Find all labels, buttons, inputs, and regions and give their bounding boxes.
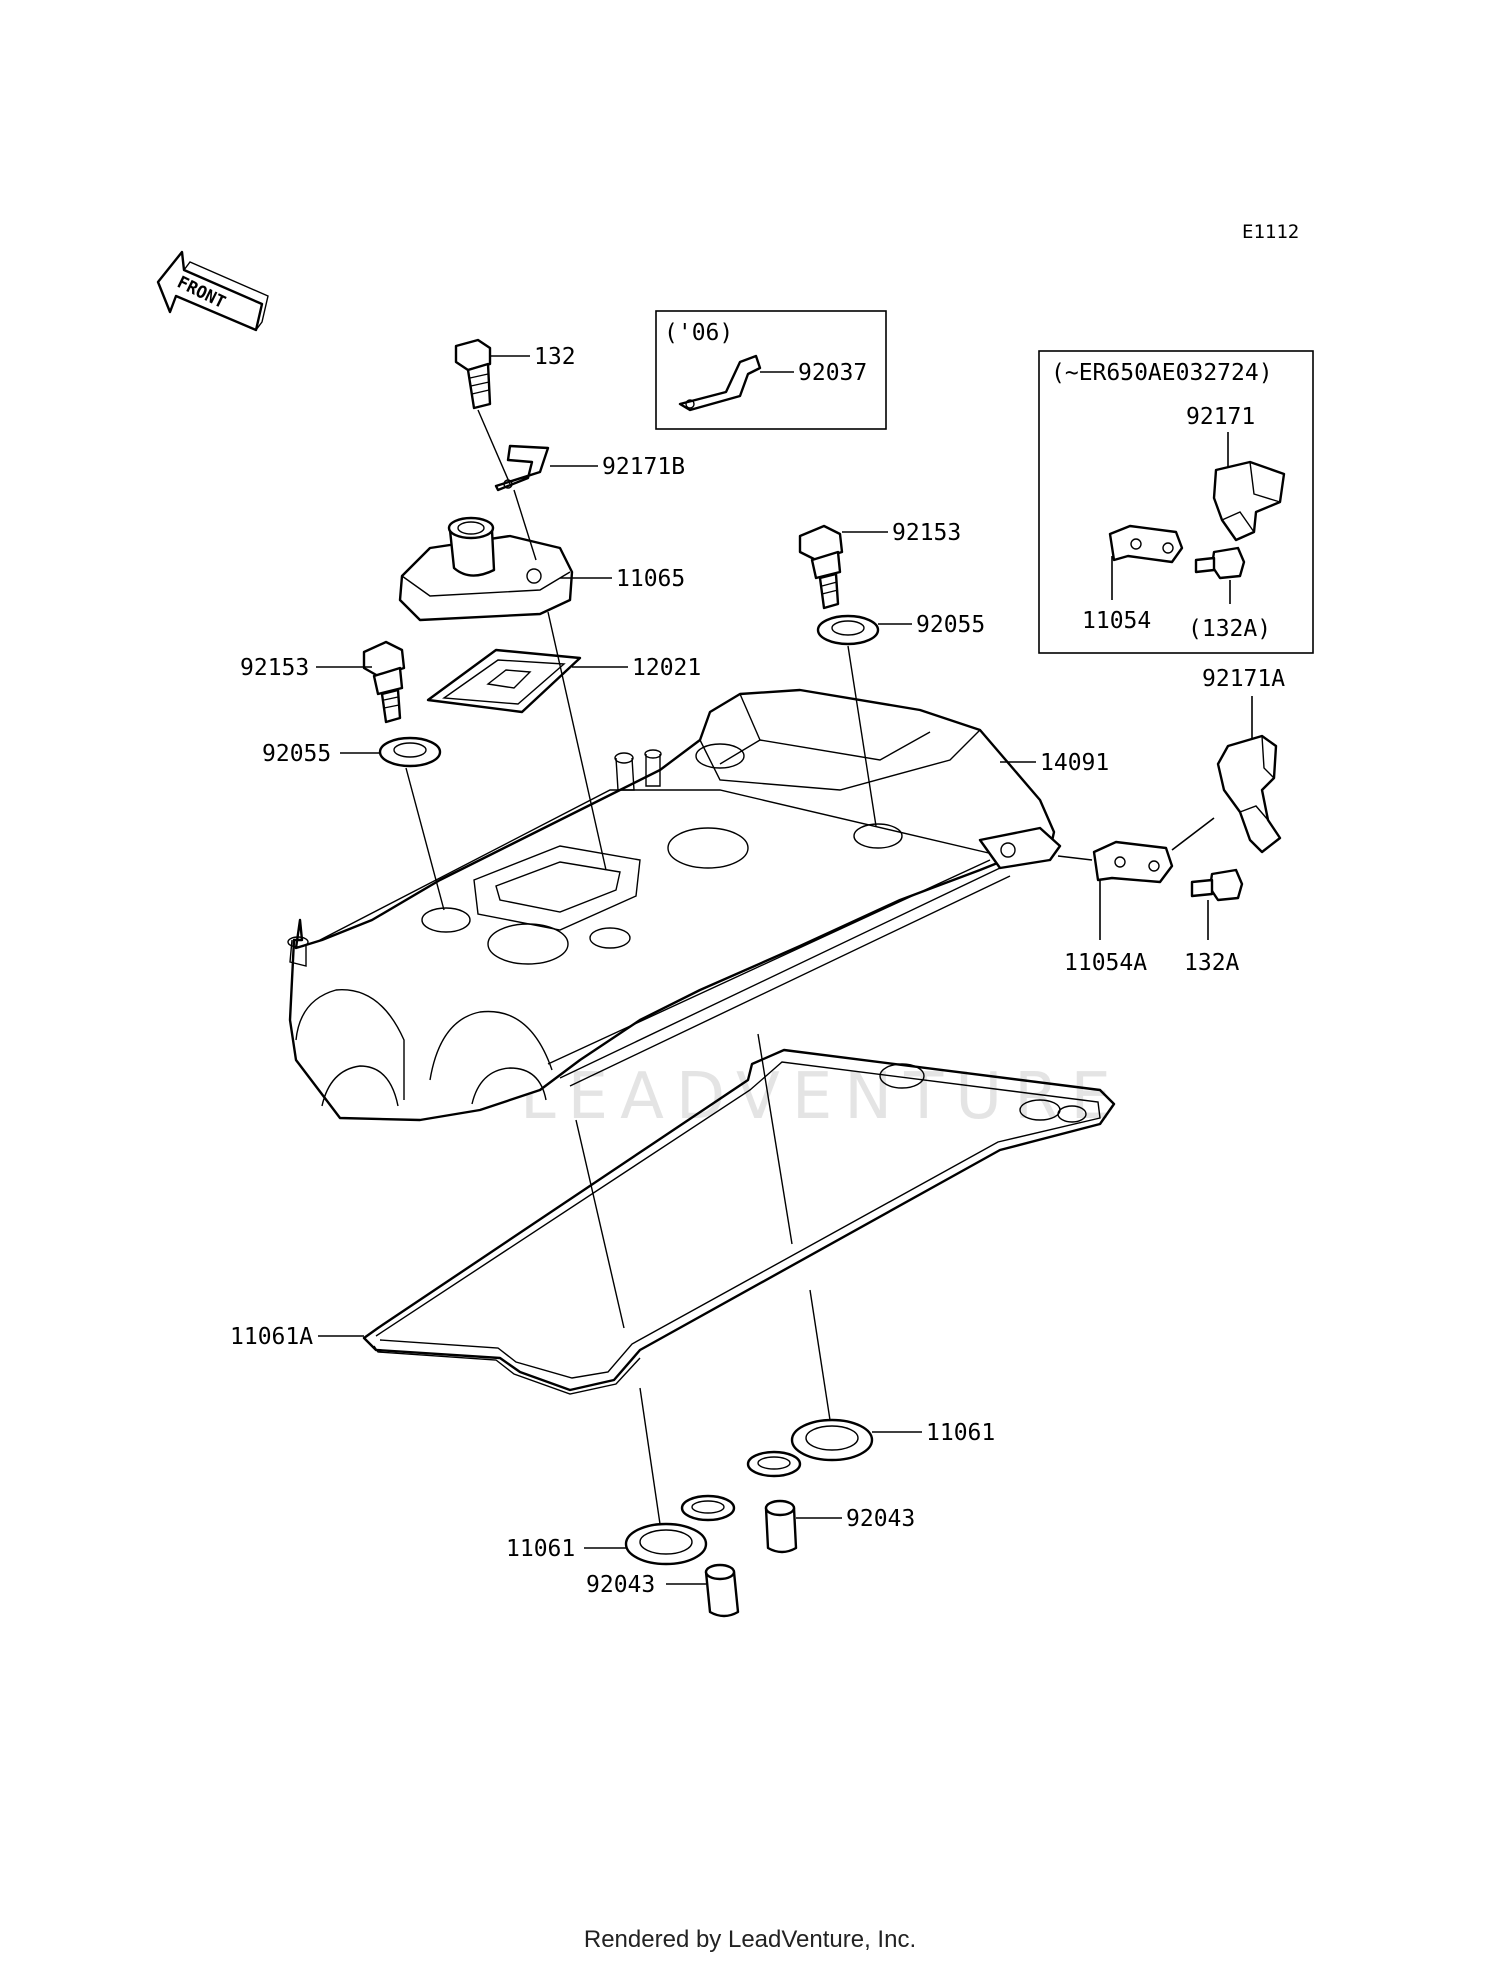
bolt-132A-box-icon <box>1194 546 1246 580</box>
label-11061-right: 11061 <box>926 1420 995 1446</box>
label-92153-right: 92153 <box>892 520 961 546</box>
label-132: 132 <box>534 344 576 370</box>
label-92153-left: 92153 <box>240 655 309 681</box>
label-14091: 14091 <box>1040 750 1109 776</box>
bolt-92153-left-icon <box>362 640 406 724</box>
bolt-132A-icon <box>1190 868 1244 902</box>
seal-11061-left-icon <box>624 1494 736 1566</box>
label-92043-right: 92043 <box>846 1506 915 1532</box>
clip-92037-icon <box>678 354 762 412</box>
watermark-text: LEADVENTURE <box>520 1060 1123 1134</box>
label-92055-left: 92055 <box>262 741 331 767</box>
label-11061A: 11061A <box>230 1324 313 1350</box>
dowel-92043-left-icon <box>704 1563 740 1618</box>
footer-credit: Rendered by LeadVenture, Inc. <box>583 1926 917 1953</box>
breather-cover-11065-icon <box>398 516 574 622</box>
label-92171A: 92171A <box>1202 666 1285 692</box>
bracket-11054A-icon <box>1092 840 1174 884</box>
serial-note-box: (~ER650AE032724) 92171 11054 (132A) <box>1038 350 1314 654</box>
label-11065: 11065 <box>616 566 685 592</box>
bolt-92153-right-icon <box>798 524 844 610</box>
year-note-label: ('06) <box>664 320 733 346</box>
label-92171B: 92171B <box>602 454 685 480</box>
bolt-132-icon <box>454 338 492 410</box>
seal-11061-right-icon <box>746 1418 874 1478</box>
label-92043-left: 92043 <box>586 1572 655 1598</box>
dowel-92043-right-icon <box>764 1499 798 1554</box>
year-note-box: ('06) 92037 <box>655 310 887 430</box>
label-11054A: 11054A <box>1064 950 1147 976</box>
label-11061-left: 11061 <box>506 1536 575 1562</box>
bracket-11054-icon <box>1108 524 1184 564</box>
label-92037: 92037 <box>798 360 867 386</box>
label-12021: 12021 <box>632 655 701 681</box>
gasket-11061A-icon <box>362 1048 1116 1395</box>
front-arrow-icon: FRONT <box>156 250 269 332</box>
serial-note-label: (~ER650AE032724) <box>1051 360 1273 386</box>
assembly-guide-lines <box>405 409 877 1525</box>
gasket-12021-icon <box>426 648 582 714</box>
washer-92055-right-icon <box>816 614 880 646</box>
clamp-92171-icon <box>1212 460 1286 542</box>
washer-92055-left-icon <box>378 736 442 768</box>
label-132A-box: (132A) <box>1188 616 1271 642</box>
label-92055-right: 92055 <box>916 612 985 638</box>
label-11054: 11054 <box>1082 608 1151 634</box>
cylinder-head-cover-14091-icon <box>287 688 1062 1122</box>
label-92171: 92171 <box>1186 404 1255 430</box>
label-132A: 132A <box>1184 950 1240 976</box>
clamp-92171A-icon <box>1216 734 1282 854</box>
diagram-code: E1112 <box>1242 221 1299 243</box>
